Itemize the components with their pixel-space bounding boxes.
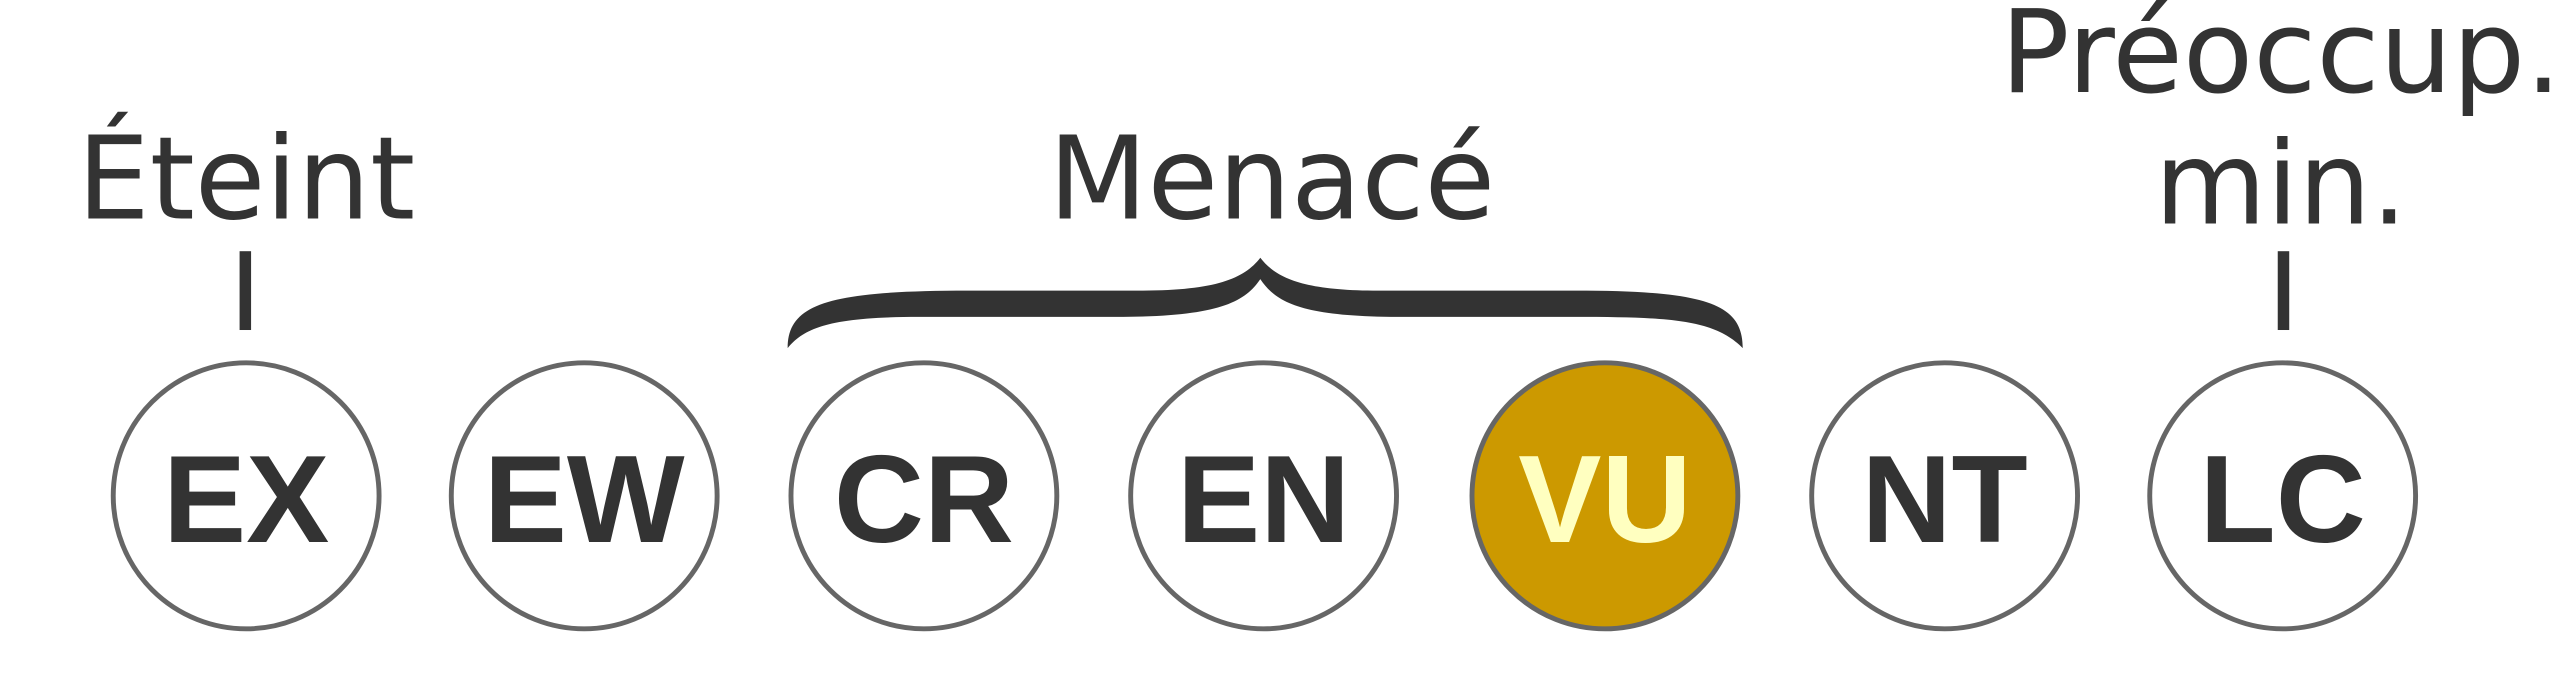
status-code: LC — [2200, 430, 2366, 569]
extinct-connector — [239, 251, 252, 331]
label-threatened: Menacé — [1048, 112, 1495, 246]
threatened-brace — [787, 257, 1743, 349]
least-concern-connector — [2277, 251, 2290, 331]
status-code: CR — [834, 430, 1014, 569]
status-circle — [1809, 360, 2080, 632]
status-vu: VU — [1469, 360, 1741, 632]
status-code: VU — [1518, 430, 1691, 569]
status-cr: CR — [788, 360, 1060, 632]
label-least-concern-2: min. — [2154, 117, 2407, 251]
status-circle — [110, 360, 382, 632]
status-nt: NT — [1809, 360, 2080, 632]
status-en: EN — [1128, 360, 1399, 632]
status-circle — [448, 360, 720, 632]
status-ex: EX — [110, 360, 382, 632]
status-code: NT — [1861, 430, 2027, 569]
status-circle — [1469, 360, 1741, 632]
label-least-concern-1: Préoccup. — [2000, 0, 2560, 120]
status-code: EX — [163, 430, 329, 569]
status-ew: EW — [448, 360, 720, 632]
label-extinct: Éteint — [77, 112, 415, 246]
status-lc: LC — [2147, 360, 2419, 632]
status-code: EW — [484, 430, 685, 569]
status-code: EN — [1177, 430, 1350, 569]
status-circle — [2147, 360, 2419, 632]
status-circle — [788, 360, 1060, 632]
status-circle — [1128, 360, 1399, 632]
